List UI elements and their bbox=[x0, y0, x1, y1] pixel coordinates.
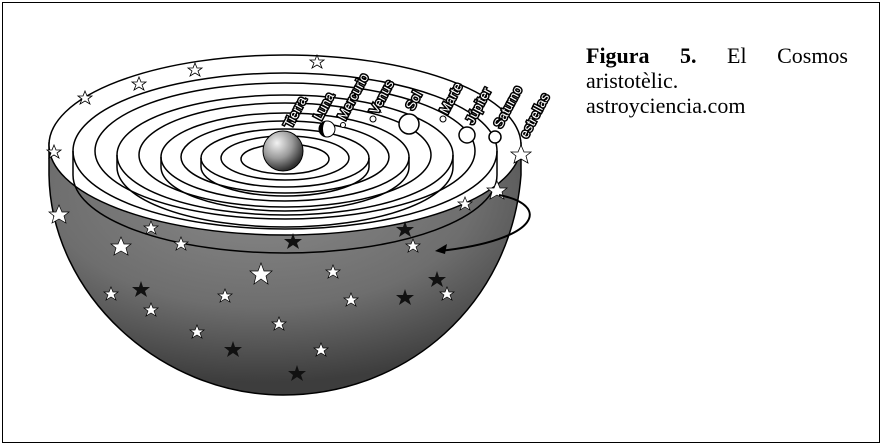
figure-label: Figura 5. bbox=[586, 43, 697, 68]
figure-caption: Figura 5. El Cosmos aristotèlic. astroyc… bbox=[586, 43, 848, 118]
earth-sphere bbox=[263, 131, 303, 171]
mars-body bbox=[440, 116, 446, 122]
aristotelian-cosmos-diagram: Tierra Luna Mercurio Venus Sol Marte Júp… bbox=[21, 25, 561, 420]
caption-title: El Cosmos bbox=[727, 43, 848, 68]
caption-first-line: Figura 5. El Cosmos bbox=[586, 43, 848, 68]
venus-body bbox=[370, 116, 376, 122]
saturn-body bbox=[489, 131, 501, 143]
mercury-body bbox=[341, 123, 346, 128]
cosmos-illustration: Tierra Luna Mercurio Venus Sol Marte Júp… bbox=[21, 25, 561, 420]
figure-frame: Tierra Luna Mercurio Venus Sol Marte Júp… bbox=[2, 2, 880, 443]
sun-body bbox=[399, 114, 419, 134]
caption-source: astroyciencia.com bbox=[586, 93, 848, 118]
caption-second-line: aristotèlic. bbox=[586, 68, 848, 93]
label-estrellas: estrellas bbox=[516, 90, 552, 140]
jupiter-body bbox=[459, 127, 475, 143]
